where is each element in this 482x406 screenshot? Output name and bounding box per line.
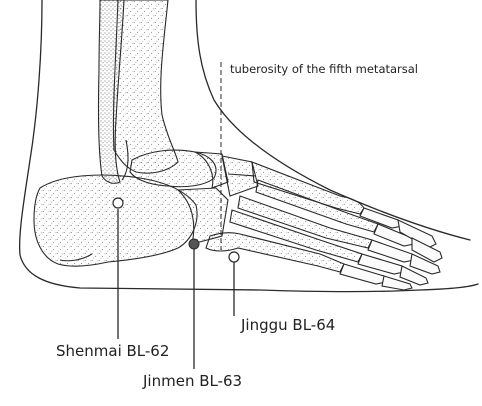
tibia (113, 0, 178, 173)
jinggu-point-marker (229, 252, 239, 262)
jinmen-label: Jinmen BL-63 (143, 374, 242, 389)
shenmai-label: Shenmai BL-62 (56, 344, 169, 359)
shenmai-point-marker (113, 198, 123, 208)
calcaneus (34, 175, 197, 266)
jinggu-label: Jinggu BL-64 (241, 318, 335, 333)
jinmen-point-marker (189, 239, 199, 249)
tuberosity-label: tuberosity of the fifth metatarsal (230, 64, 418, 76)
